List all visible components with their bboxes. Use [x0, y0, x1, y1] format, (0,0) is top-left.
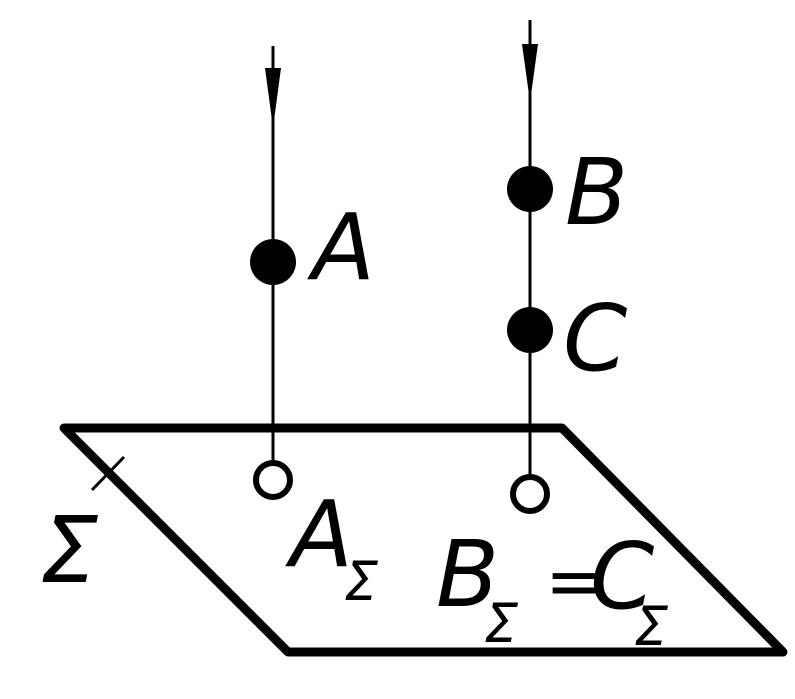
label-b: B: [565, 139, 628, 246]
projector-arrow-a: [265, 68, 281, 128]
label-c-sigma-sub: Σ: [634, 595, 669, 658]
point-c: [507, 307, 553, 353]
label-c: C: [563, 285, 627, 392]
label-a-sigma-main: A: [285, 481, 353, 588]
label-a: A: [307, 194, 375, 301]
label-equals: =: [545, 539, 605, 623]
label-c-sigma-main: C: [590, 523, 654, 630]
point-b: [507, 166, 553, 212]
projector-arrow-bc: [522, 44, 538, 102]
plane-label-tick: [90, 455, 126, 492]
projection-a-sigma: [253, 460, 293, 500]
label-b-sigma-sub: Σ: [484, 592, 519, 655]
label-b-sigma-main: B: [436, 521, 499, 628]
label-a-sigma-sub: Σ: [344, 550, 379, 613]
projection-bc-sigma: [510, 474, 550, 514]
plane-label-sigma: Σ: [40, 497, 98, 604]
plane-sigma: [59, 423, 788, 657]
point-a: [250, 239, 296, 285]
